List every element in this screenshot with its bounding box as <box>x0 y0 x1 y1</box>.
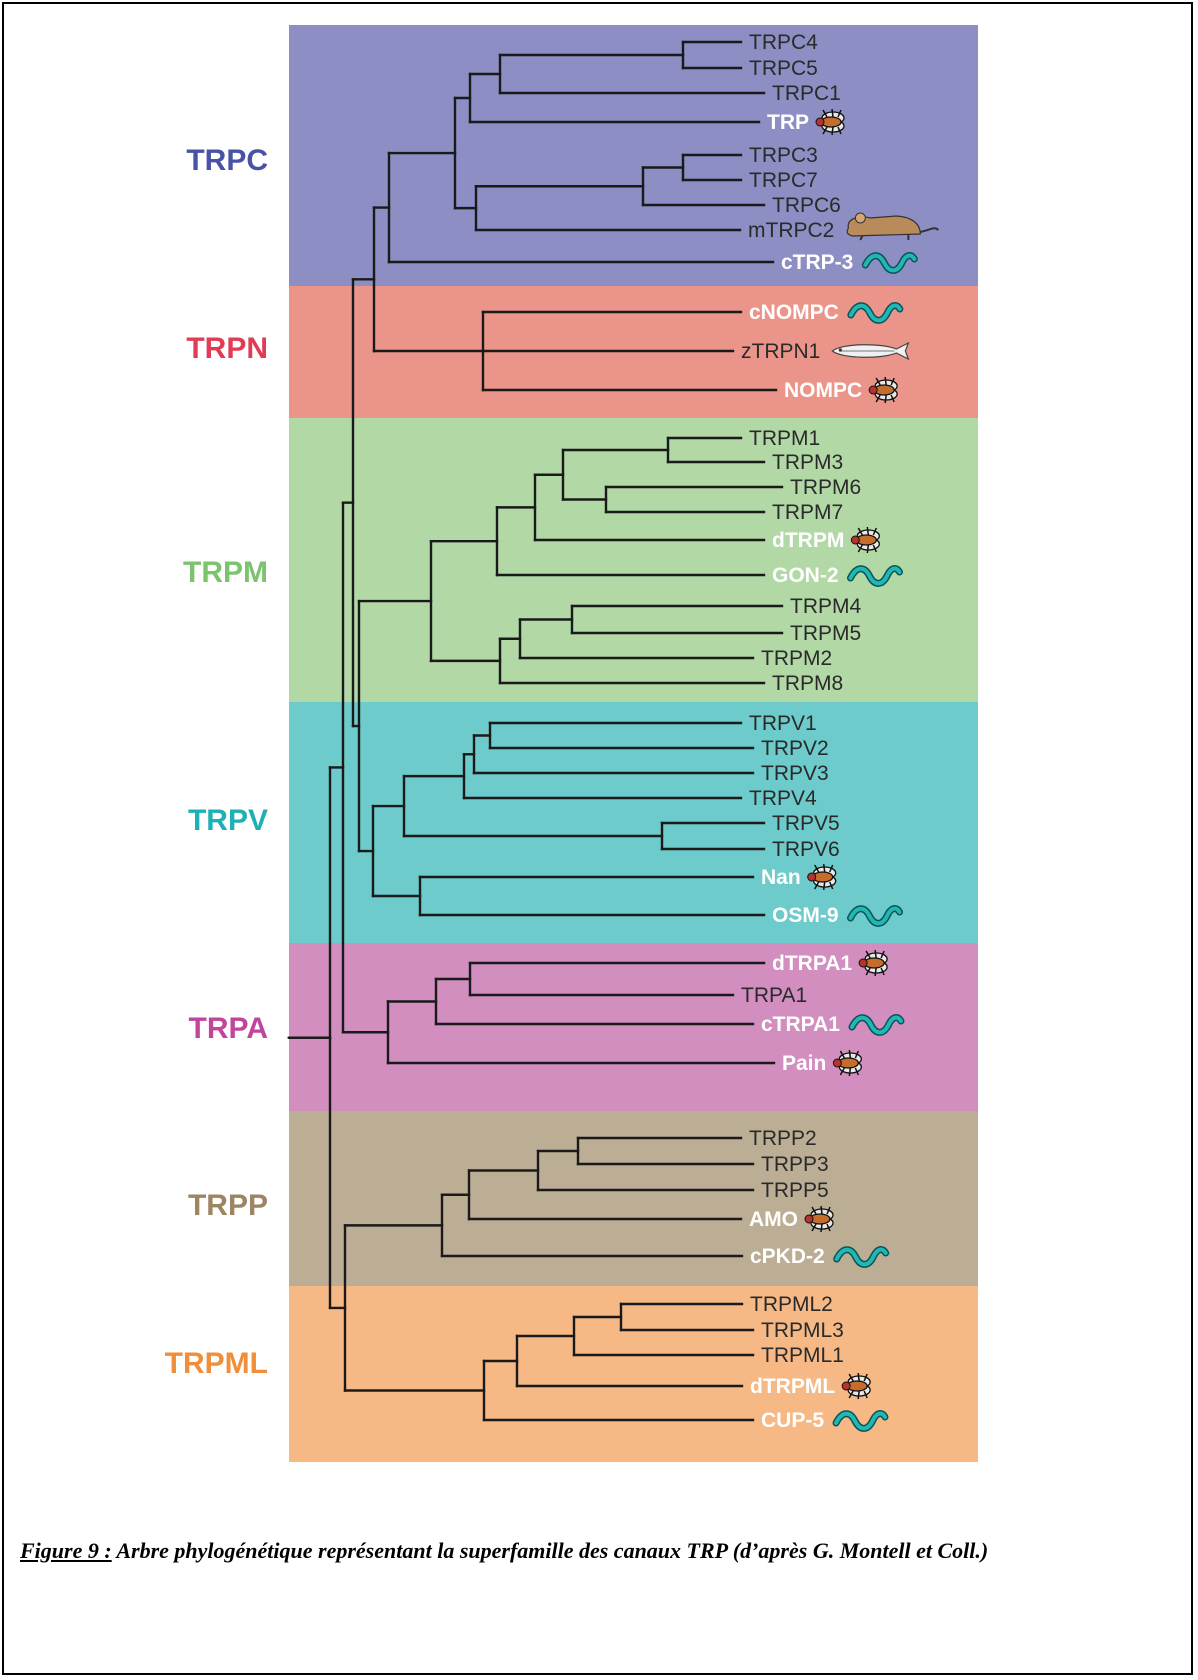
leaf-label-gon-2: GON-2 <box>772 564 839 587</box>
family-label-trpp: TRPP <box>188 1189 268 1222</box>
leaf-label-ctrp-3: cTRP-3 <box>781 251 853 274</box>
leaf-label-trpc5: TRPC5 <box>749 57 818 80</box>
leaf-label-trpm6: TRPM6 <box>790 476 861 499</box>
leaf-label-dtrpml: dTRPML <box>750 1375 835 1398</box>
leaf-label-ztrpn1: zTRPN1 <box>741 340 820 363</box>
leaf-label-trpc1: TRPC1 <box>772 82 841 105</box>
leaf-label-trpc3: TRPC3 <box>749 144 818 167</box>
family-label-trpml: TRPML <box>165 1347 268 1380</box>
leaf-label-trpm8: TRPM8 <box>772 672 843 695</box>
leaf-label-trpp5: TRPP5 <box>761 1179 829 1202</box>
leaf-label-mtrpc2: mTRPC2 <box>748 219 834 242</box>
figure-number: Figure 9 : <box>20 1538 112 1563</box>
leaf-label-trpc4: TRPC4 <box>749 31 818 54</box>
leaf-label-dtrpm: dTRPM <box>772 529 844 552</box>
leaf-label-osm-9: OSM-9 <box>772 904 839 927</box>
leaf-label-trpm4: TRPM4 <box>790 595 861 618</box>
leaf-label-trpm2: TRPM2 <box>761 647 832 670</box>
family-band-trpc <box>289 25 978 286</box>
leaf-label-trp: TRP <box>767 111 809 134</box>
leaf-label-trpc6: TRPC6 <box>772 194 841 217</box>
leaf-label-cpkd-2: cPKD-2 <box>750 1245 825 1268</box>
leaf-label-cup-5: CUP-5 <box>761 1409 824 1432</box>
leaf-label-trpml3: TRPML3 <box>761 1319 844 1342</box>
leaf-label-amo: AMO <box>749 1208 798 1231</box>
family-label-trpn: TRPN <box>186 332 268 365</box>
family-label-trpc: TRPC <box>186 144 268 177</box>
leaf-label-pain: Pain <box>782 1052 826 1075</box>
leaf-label-trpv1: TRPV1 <box>749 712 817 735</box>
figure-caption: Figure 9 : Arbre phylogénétique représen… <box>20 1538 1170 1563</box>
caption-text: Arbre phylogénétique représentant la sup… <box>111 1538 989 1563</box>
leaf-label-trpa1: TRPA1 <box>741 984 807 1007</box>
family-band-trpm <box>289 418 978 702</box>
leaf-label-trpv6: TRPV6 <box>772 838 840 861</box>
leaf-label-trpv4: TRPV4 <box>749 787 817 810</box>
leaf-label-trpv2: TRPV2 <box>761 737 829 760</box>
leaf-label-trpv3: TRPV3 <box>761 762 829 785</box>
leaf-label-trpp3: TRPP3 <box>761 1153 829 1176</box>
family-label-trpv: TRPV <box>188 804 268 837</box>
family-band-trpa <box>289 943 978 1111</box>
family-band-trpml <box>289 1286 978 1462</box>
family-label-trpm: TRPM <box>183 556 268 589</box>
leaf-label-trpv5: TRPV5 <box>772 812 840 835</box>
leaf-label-trpm5: TRPM5 <box>790 622 861 645</box>
leaf-label-dtrpa1: dTRPA1 <box>772 952 852 975</box>
leaf-label-trpc7: TRPC7 <box>749 169 818 192</box>
family-label-trpa: TRPA <box>189 1012 268 1045</box>
family-band-trpv <box>289 702 978 943</box>
phylogenetic-tree: TRPC TRPN TRPM TRPV TRPA TRPP TRPML TRPC4TRPC5… <box>165 25 978 1462</box>
leaf-label-trpm7: TRPM7 <box>772 501 843 524</box>
leaf-label-ctrpa1: cTRPA1 <box>761 1013 840 1036</box>
leaf-label-trpml2: TRPML2 <box>750 1293 833 1316</box>
leaf-label-nompc: NOMPC <box>784 379 862 402</box>
leaf-label-nan: Nan <box>761 866 801 889</box>
leaf-label-trpml1: TRPML1 <box>761 1344 844 1367</box>
leaf-label-trpm1: TRPM1 <box>749 427 820 450</box>
leaf-label-trpp2: TRPP2 <box>749 1127 817 1150</box>
leaf-label-trpm3: TRPM3 <box>772 451 843 474</box>
leaf-label-cnompc: cNOMPC <box>749 301 839 324</box>
